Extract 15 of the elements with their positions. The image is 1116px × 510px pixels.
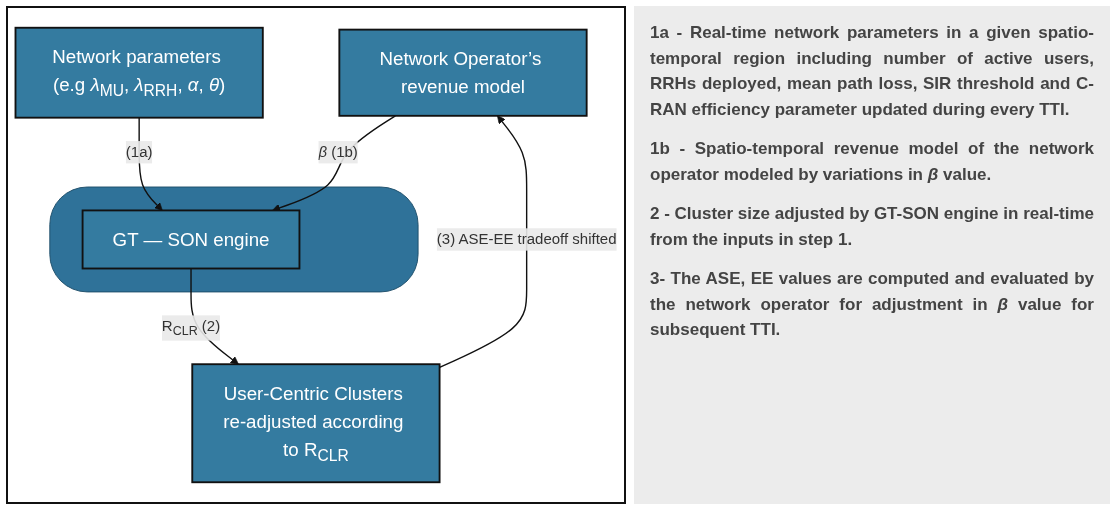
note-paragraph: 3- The ASE, EE values are computed and evaluated by the network operator for adjustment in β value for subsequent TTI.: [650, 268, 1094, 341]
arrow: [272, 115, 397, 212]
note-paragraph: 1a - Real-time network parameters in a given spatio-temporal region including number of active users, RRHs deployed, mean path loss, SIR threshold and C-RAN efficiency parameter updated during every TTI.: [650, 22, 1094, 121]
edge-label: β (1b): [318, 143, 358, 160]
edge-label: (3) ASE-EE tradeoff shifted: [436, 231, 617, 247]
edge-label: R$_{CLR}$ (2): [161, 318, 221, 338]
node-box: Network Operator’s revenue model: [338, 28, 588, 117]
note-paragraph: 1b - Spatio-temporal revenue model of the network operator modeled by variations in β value.: [650, 138, 1094, 186]
note-paragraph: 2 - Cluster size adjusted by GT-SON engine in real-time from the inputs in step 1.: [650, 203, 1094, 251]
node-box: Network parameters (e.g λ$_{MU}$, λ$_{RRH}$, α, θ): [14, 26, 264, 119]
cluster: [49, 186, 419, 293]
node-box: User-Centric Clusters re-adjusted according to R$_{CLR}$: [191, 363, 441, 484]
node-box: GT — SON engine: [81, 209, 301, 270]
edge-label: (1a): [125, 143, 153, 160]
arrow: [438, 115, 528, 369]
